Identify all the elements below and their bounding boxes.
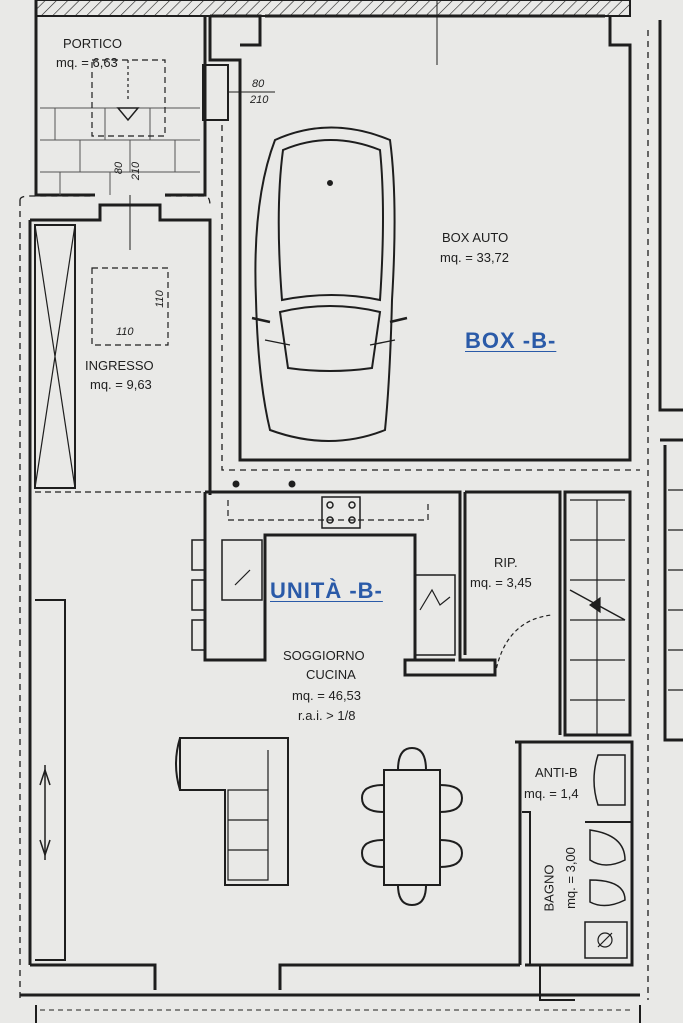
stair-flight-right [668,489,683,691]
label-box-auto-area: mq. = 33,72 [440,250,510,265]
ingresso-walls [28,203,212,965]
bottom-wall [20,993,641,1023]
dim-door-box-height: 210 [250,94,269,106]
dim-closet-width: 110 [116,326,134,338]
right-walls [658,20,683,742]
rip-walls [463,490,562,735]
living-walls [30,599,520,990]
car-icon [251,126,408,442]
label-unita: UNITÀ -B- [270,578,383,603]
label-soggiorno-line2: CUCINA [306,667,356,682]
label-bagno-area: mq. = 3,00 [562,847,578,909]
label-portico-name: PORTICO [63,36,122,51]
kitchen-walls [191,490,497,677]
bathroom-walls [515,740,634,1001]
wall-marker [288,480,296,488]
label-anti-b-area: mq. = 1,4 [524,786,579,801]
dim-door-ingresso-width: 80 [113,161,126,175]
label-bagno-name: BAGNO [541,864,557,912]
hatched-wall-top [35,0,631,17]
label-rip-area: mq. = 3,45 [470,575,532,590]
portico-area [34,0,207,250]
label-portico-area: mq. = 6,63 [56,55,118,70]
garage-walls [202,0,632,462]
label-soggiorno-rai: r.a.i. > 1/8 [298,708,356,723]
dim-door-box-width: 80 [252,78,265,90]
dim-door-ingresso-height: 210 [130,161,143,181]
label-ingresso-area: mq. = 9,63 [90,377,152,392]
label-soggiorno-area: mq. = 46,53 [292,688,362,703]
dashed-perimeter [19,30,649,1000]
sofa-icon [175,737,289,886]
dim-closet-height: 110 [153,290,166,308]
label-anti-b-name: ANTI-B [535,765,578,780]
label-rip-name: RIP. [494,555,518,570]
label-soggiorno-line1: SOGGIORNO [283,648,365,663]
label-box-unit: BOX -B- [465,328,557,353]
stairs-internal [563,490,632,737]
label-box-auto-name: BOX AUTO [442,230,509,245]
dining-table-icon [360,746,464,907]
label-ingresso-name: INGRESSO [85,358,154,373]
wall-marker [232,480,240,488]
